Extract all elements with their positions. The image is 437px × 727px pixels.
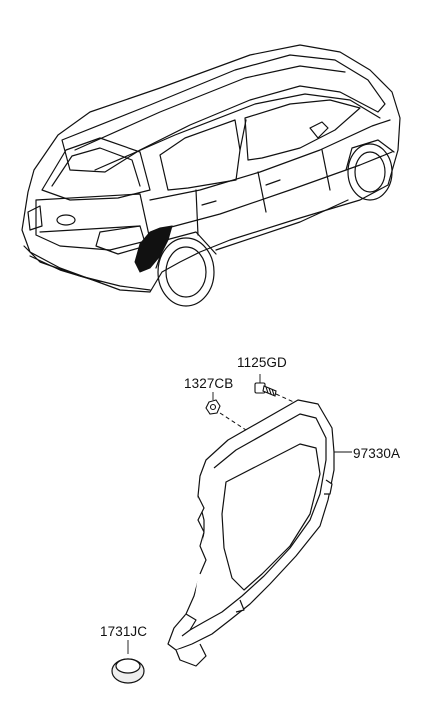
part-label-1327cb: 1327CB — [184, 376, 234, 391]
grommet-plug-icon — [111, 658, 145, 684]
assembly-lines — [219, 393, 299, 431]
part-label-1125gd: 1125GD — [237, 355, 287, 370]
nut-icon — [205, 399, 221, 415]
bolt-icon — [254, 382, 277, 397]
part-label-97330a: 97330A — [353, 446, 401, 461]
vehicle-illustration — [21, 44, 401, 307]
part-label-1731jc: 1731JC — [100, 624, 148, 639]
vehicle-highlight-mark — [134, 225, 173, 273]
duct-cover-icon — [167, 399, 335, 667]
